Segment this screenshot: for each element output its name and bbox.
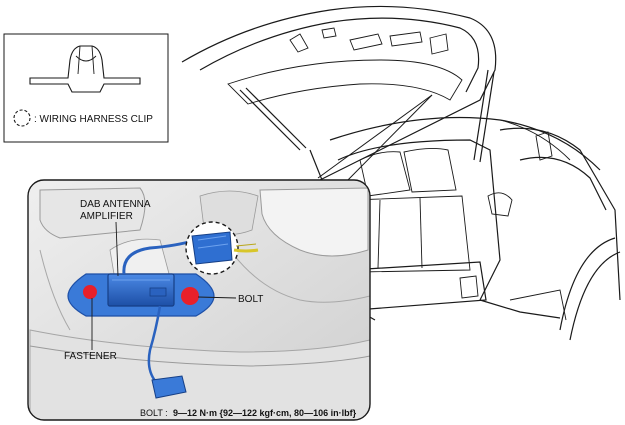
- legend-text: : WIRING HARNESS CLIP: [34, 114, 153, 125]
- torque-spec: BOLT : 9—12 N·m {92—122 kgf·cm, 80—106 i…: [140, 408, 357, 418]
- clip-connector: [191, 231, 233, 265]
- bolt-marker: [181, 287, 199, 305]
- leader-line-2: [341, 94, 433, 187]
- feeder-cable: [147, 305, 162, 383]
- fastener-label: FASTENER: [64, 351, 117, 362]
- amplifier-leader: [115, 221, 119, 277]
- bolt-label: BOLT: [238, 294, 263, 305]
- callouts: DAB ANTENNA AMPLIFIER BOLT FASTENER: [64, 199, 263, 362]
- amplifier-label-line1: DAB ANTENNA: [80, 199, 151, 210]
- antenna-cable: [122, 238, 197, 275]
- detail-inset: [27, 179, 371, 421]
- clip-tape: [233, 248, 259, 253]
- legend-box: : WIRING HARNESS CLIP: [3, 33, 169, 143]
- cable-connector: [151, 375, 187, 399]
- amplifier-label-line2: AMPLIFIER: [80, 211, 133, 222]
- wiring-harness-clip-icon: [29, 45, 141, 93]
- torque-label: BOLT :: [140, 408, 168, 418]
- torque-value: 9—12 N·m {92—122 kgf·cm, 80—106 in·lbf}: [173, 408, 357, 418]
- leader-line: [317, 94, 433, 179]
- dashed-circle-icon: [13, 109, 31, 127]
- dab-antenna-amplifier: [107, 273, 175, 307]
- bolt-leader: [197, 296, 237, 299]
- fastener-marker: [83, 285, 97, 299]
